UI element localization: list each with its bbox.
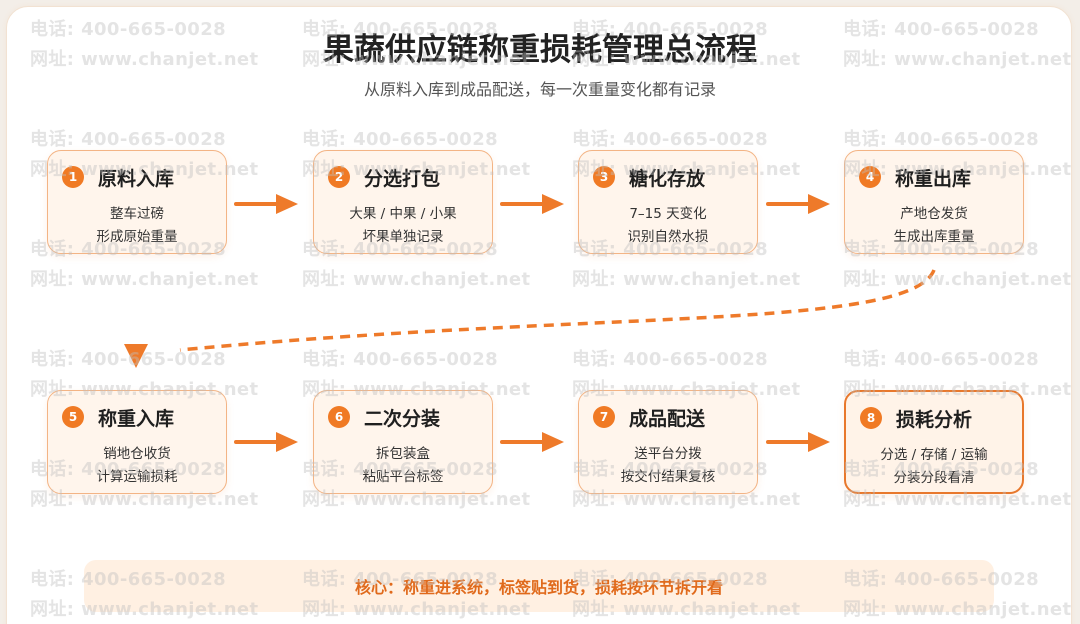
step-description-line: 整车过磅	[110, 206, 164, 222]
step-description: 整车过磅 形成原始重量	[48, 203, 226, 249]
connector-arrowhead	[124, 344, 148, 368]
step-description-line: 按交付结果复核	[620, 469, 716, 485]
step-description-line: 拆包装盒	[376, 446, 430, 462]
step-description-line: 生成出库重量	[893, 229, 975, 245]
step-description-line: 大果 / 中果 / 小果	[349, 206, 457, 222]
step-description-line: 分选 / 存储 / 运输	[880, 447, 988, 463]
step-number-badge: 8	[860, 407, 882, 429]
step-description-line: 坏果单独记录	[362, 229, 444, 245]
step-description-line: 产地仓发货	[900, 206, 968, 222]
step-description-line: 销地仓收货	[103, 446, 171, 462]
step-description-line: 7–15 天变化	[629, 206, 707, 222]
arrow-right-icon	[234, 432, 298, 452]
step-number-badge: 7	[593, 406, 615, 428]
arrow-right-icon	[500, 432, 564, 452]
step-card-5: 5 称重入库 销地仓收货 计算运输损耗	[47, 390, 227, 494]
step-number-badge: 2	[328, 166, 350, 188]
step-card-7: 7 成品配送 送平台分拨 按交付结果复核	[578, 390, 758, 494]
step-title: 损耗分析	[896, 408, 973, 431]
canvas-frame	[6, 6, 1072, 624]
step-number-badge: 3	[593, 166, 615, 188]
step-description: 7–15 天变化 识别自然水损	[579, 203, 757, 249]
step-title: 成品配送	[629, 407, 706, 430]
step-title: 原料入库	[98, 167, 175, 190]
step-number-badge: 6	[328, 406, 350, 428]
step-description-line: 识别自然水损	[627, 229, 709, 245]
step-card-header: 3 糖化存放	[593, 163, 705, 191]
step-card-8: 8 损耗分析 分选 / 存储 / 运输 分装分段看清	[844, 390, 1024, 494]
step-card-header: 5 称重入库	[62, 403, 174, 431]
step-card-header: 8 损耗分析	[860, 404, 972, 432]
step-description-line: 送平台分拨	[634, 446, 702, 462]
summary-text: 核心：称重进系统，标签贴到货，损耗按环节拆开看	[354, 578, 723, 597]
step-description: 送平台分拨 按交付结果复核	[579, 443, 757, 489]
step-card-4: 4 称重出库 产地仓发货 生成出库重量	[844, 150, 1024, 254]
step-card-2: 2 分选打包 大果 / 中果 / 小果 坏果单独记录	[313, 150, 493, 254]
step-title: 分选打包	[364, 167, 441, 190]
arrow-right-icon	[234, 194, 298, 214]
step-number-badge: 4	[859, 166, 881, 188]
step-title: 称重出库	[895, 167, 972, 190]
step-card-1: 1 原料入库 整车过磅 形成原始重量	[47, 150, 227, 254]
step-card-header: 6 二次分装	[328, 403, 440, 431]
step-number-badge: 5	[62, 406, 84, 428]
step-description: 大果 / 中果 / 小果 坏果单独记录	[314, 203, 492, 249]
step-card-header: 7 成品配送	[593, 403, 705, 431]
page-title: 果蔬供应链称重损耗管理总流程	[323, 32, 757, 68]
step-number-badge: 1	[62, 166, 84, 188]
arrow-right-icon	[500, 194, 564, 214]
step-title: 称重入库	[98, 407, 175, 430]
step-description-line: 形成原始重量	[96, 229, 178, 245]
step-card-header: 1 原料入库	[62, 163, 174, 191]
arrow-right-icon	[766, 432, 830, 452]
step-title: 糖化存放	[629, 167, 706, 190]
step-card-header: 4 称重出库	[859, 163, 971, 191]
step-description: 产地仓发货 生成出库重量	[845, 203, 1023, 249]
step-description: 拆包装盒 粘贴平台标签	[314, 443, 492, 489]
step-card-3: 3 糖化存放 7–15 天变化 识别自然水损	[578, 150, 758, 254]
step-card-6: 6 二次分装 拆包装盒 粘贴平台标签	[313, 390, 493, 494]
arrow-right-icon	[766, 194, 830, 214]
step-card-header: 2 分选打包	[328, 163, 440, 191]
step-description-line: 分装分段看清	[893, 470, 975, 486]
dashed-connector-line	[179, 269, 936, 352]
step-description: 销地仓收货 计算运输损耗	[48, 443, 226, 489]
page-subtitle: 从原料入库到成品配送，每一次重量变化都有记录	[363, 80, 716, 99]
step-title: 二次分装	[364, 407, 441, 430]
step-description: 分选 / 存储 / 运输 分装分段看清	[846, 444, 1022, 490]
step-description-line: 粘贴平台标签	[362, 469, 444, 485]
step-description-line: 计算运输损耗	[96, 469, 178, 485]
summary-banner: 核心：称重进系统，标签贴到货，损耗按环节拆开看	[84, 560, 994, 612]
